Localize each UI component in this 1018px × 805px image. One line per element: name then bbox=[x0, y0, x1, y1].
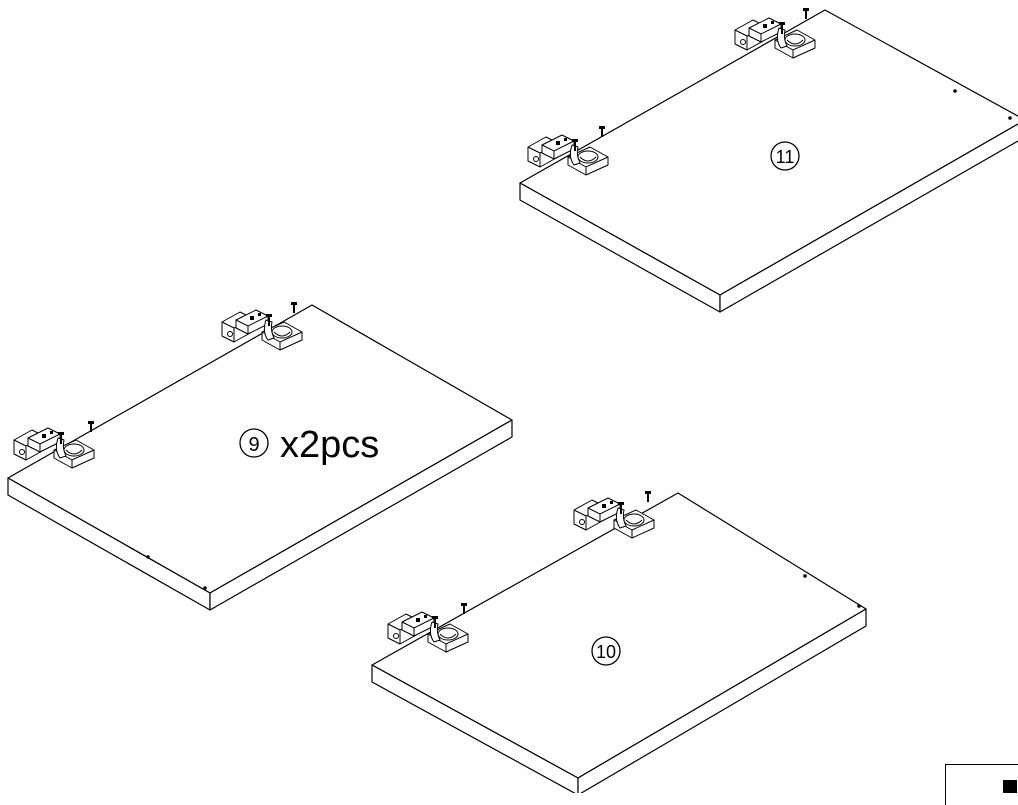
screw-icon bbox=[644, 490, 652, 503]
quantity-label: x2pcs bbox=[280, 424, 379, 466]
screw-icon bbox=[290, 301, 298, 314]
panel-11: 11 bbox=[519, 7, 1018, 313]
screw-icon bbox=[802, 7, 810, 20]
part-number-11: 11 bbox=[776, 147, 795, 167]
part-number-circle bbox=[770, 141, 800, 171]
panel-10: 10 bbox=[371, 490, 867, 793]
part-number-9: 9 bbox=[248, 434, 259, 456]
part-number-circle bbox=[591, 636, 621, 666]
part-number-circle bbox=[239, 428, 269, 458]
panel-9: 9 x2pcs bbox=[7, 301, 513, 611]
page-corner-mark bbox=[1003, 780, 1017, 793]
part-number-10: 10 bbox=[596, 642, 616, 662]
